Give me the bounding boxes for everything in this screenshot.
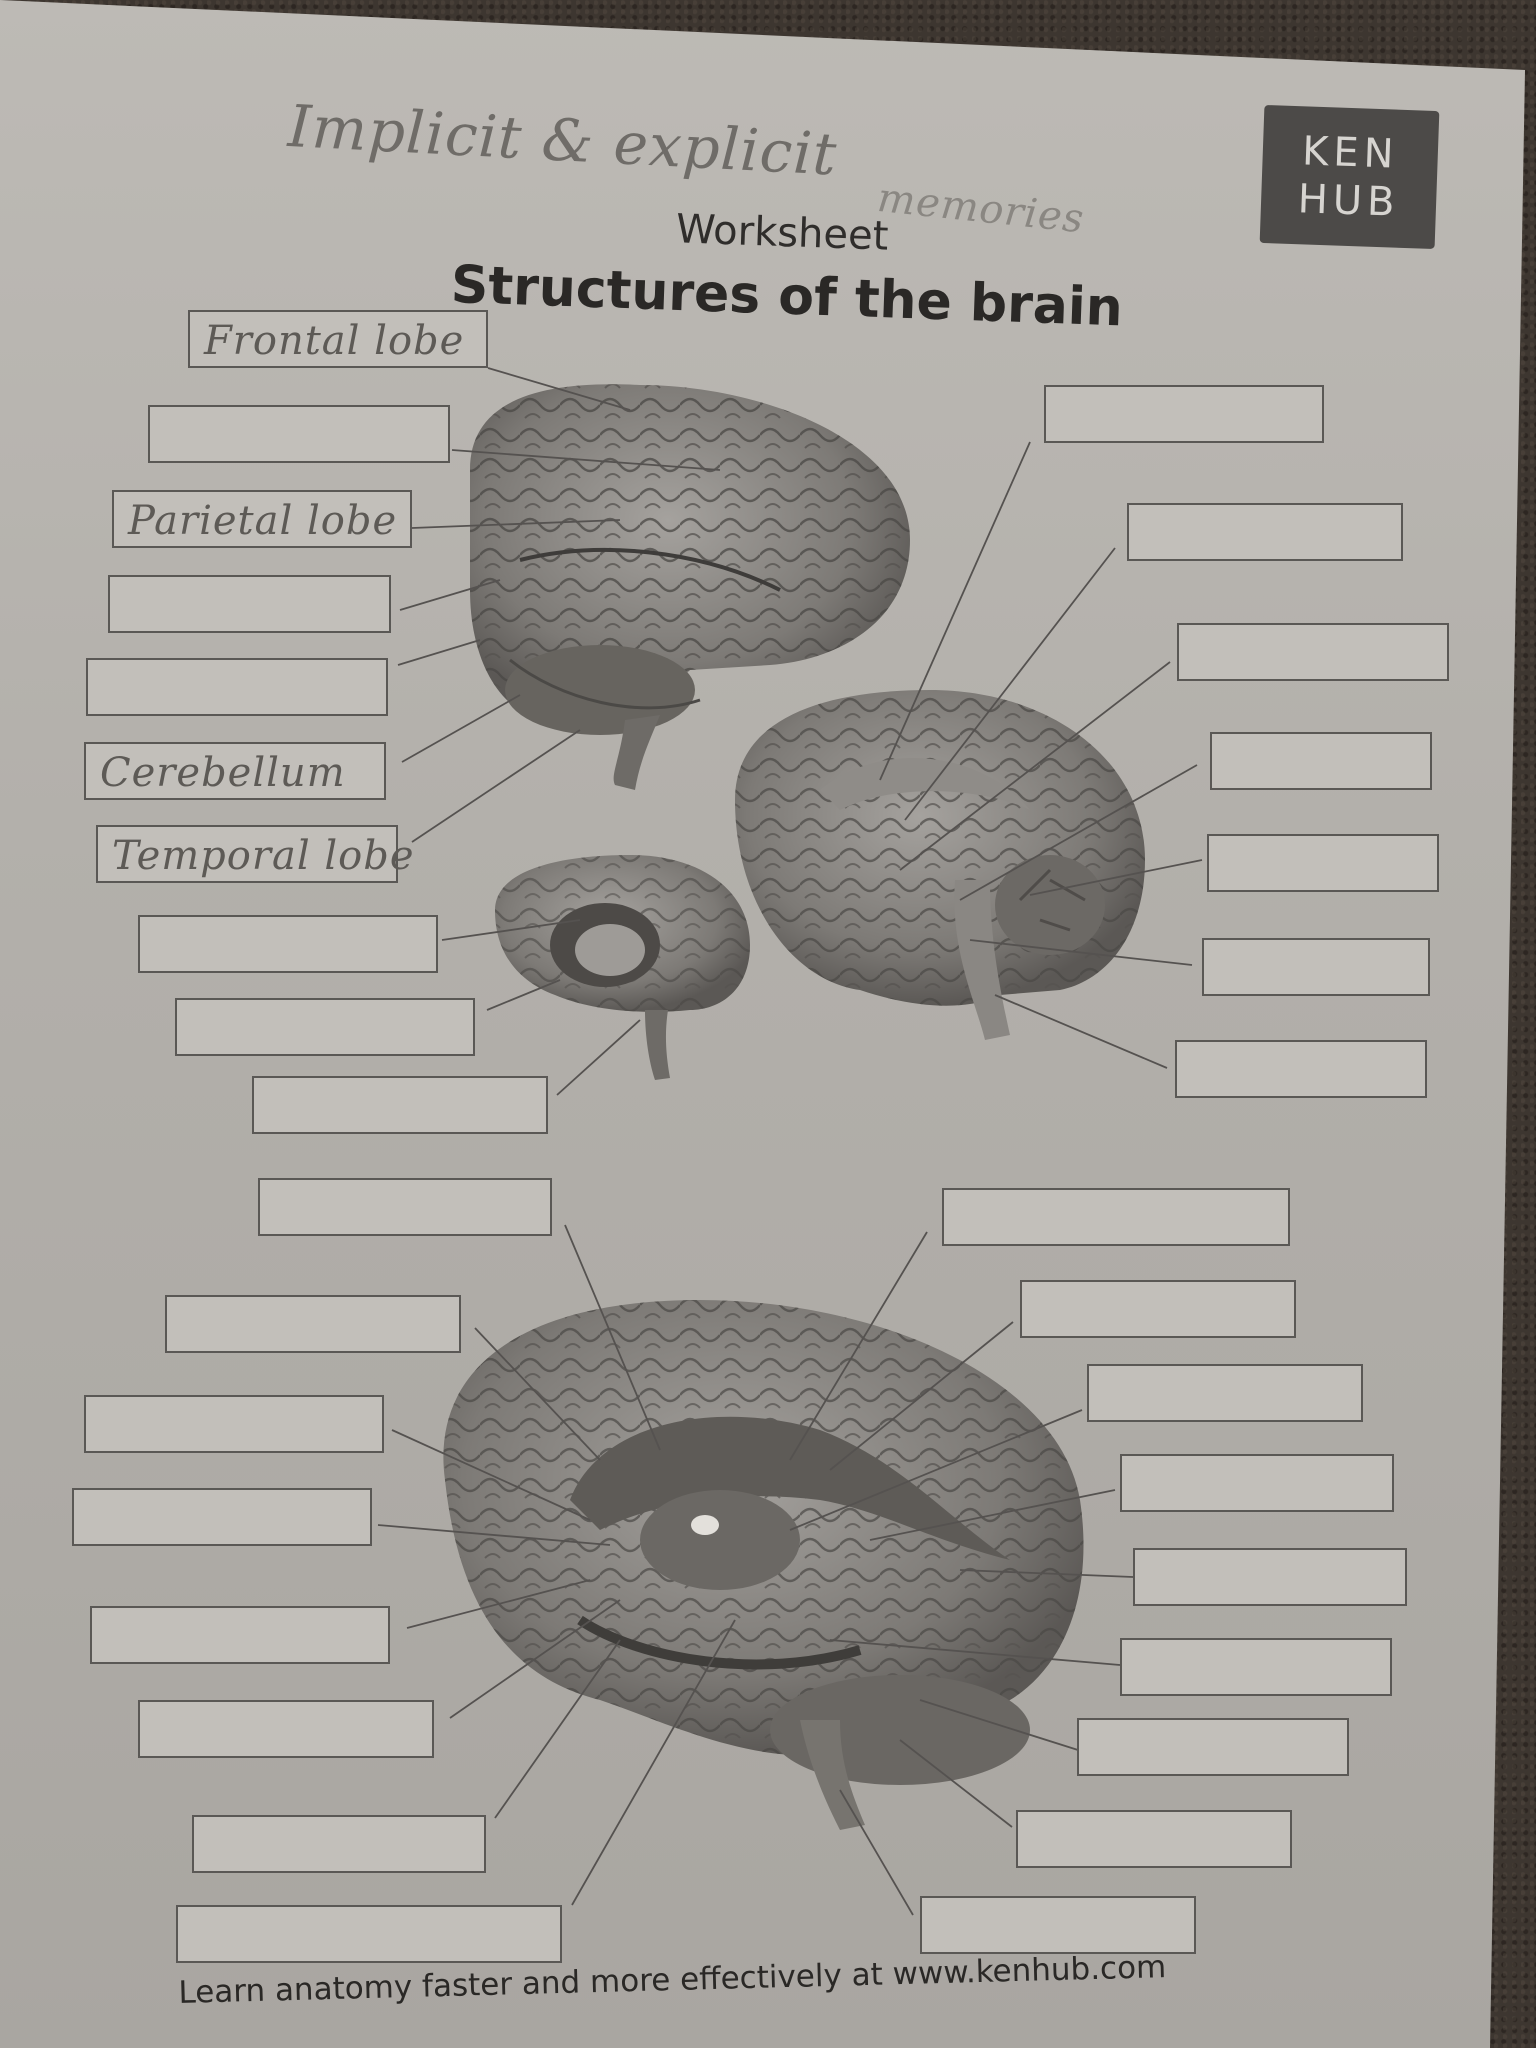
label-box[interactable] [1020, 1280, 1296, 1338]
logo-line-1: KEN [1301, 128, 1400, 178]
label-box[interactable] [90, 1606, 390, 1664]
label-box[interactable] [252, 1076, 548, 1134]
label-box[interactable] [84, 1395, 384, 1453]
label-text-cerebellum: Cerebellum [100, 750, 346, 796]
label-box[interactable] [1175, 1040, 1427, 1098]
label-box[interactable] [1210, 732, 1432, 790]
label-box[interactable] [108, 575, 391, 633]
label-box[interactable] [1120, 1454, 1394, 1512]
label-box[interactable] [1133, 1548, 1407, 1606]
label-box-temporal-lobe[interactable]: Temporal lobe [96, 825, 414, 883]
label-box[interactable] [1077, 1718, 1349, 1776]
label-box[interactable] [86, 658, 388, 716]
label-box[interactable] [1044, 385, 1324, 443]
sagittal-brain-illustration [735, 690, 1145, 1040]
label-text-temporal-lobe: Temporal lobe [112, 833, 415, 879]
label-box-parietal-lobe[interactable]: Parietal lobe [112, 490, 412, 548]
lateral-brain-illustration [470, 384, 910, 790]
logo-line-2: HUB [1296, 176, 1401, 226]
label-box[interactable] [72, 1488, 372, 1546]
leader-lines [377, 367, 1203, 1916]
label-box[interactable] [175, 998, 475, 1056]
label-box[interactable] [1120, 1638, 1392, 1696]
label-box-frontal-lobe[interactable]: Frontal lobe [188, 310, 488, 368]
label-box-cerebellum[interactable]: Cerebellum [84, 742, 386, 800]
label-box[interactable] [258, 1178, 552, 1236]
label-box[interactable] [165, 1295, 461, 1353]
small-brain-illustration [495, 855, 750, 1080]
label-box[interactable] [138, 1700, 434, 1758]
limbic-brain-illustration [443, 1300, 1084, 1830]
label-text-parietal-lobe: Parietal lobe [128, 498, 398, 544]
label-box[interactable] [920, 1896, 1196, 1954]
label-box[interactable] [148, 405, 450, 463]
worksheet-label: Worksheet [675, 206, 890, 260]
label-box[interactable] [192, 1815, 486, 1873]
label-text-frontal-lobe: Frontal lobe [204, 318, 465, 364]
kenhub-logo: KEN HUB [1259, 104, 1440, 250]
label-box[interactable] [138, 915, 438, 973]
label-box[interactable] [1127, 503, 1403, 561]
label-box[interactable] [1177, 623, 1449, 681]
label-box[interactable] [942, 1188, 1290, 1246]
label-box[interactable] [1207, 834, 1439, 892]
label-box[interactable] [176, 1905, 562, 1963]
label-box[interactable] [1202, 938, 1430, 996]
label-box[interactable] [1016, 1810, 1292, 1868]
label-box[interactable] [1087, 1364, 1363, 1422]
